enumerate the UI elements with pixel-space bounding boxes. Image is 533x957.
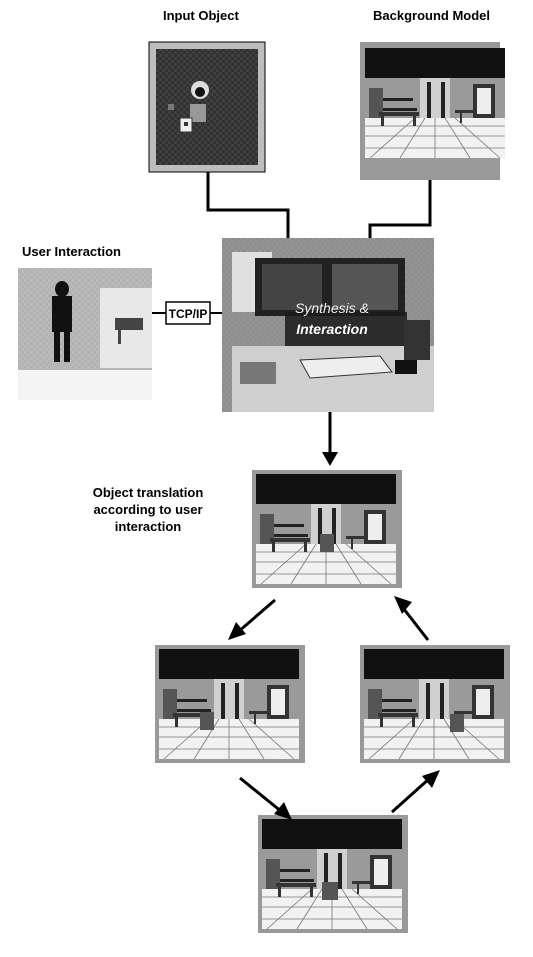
user-interaction-label: User Interaction	[22, 244, 121, 259]
input-object-panel	[148, 41, 266, 173]
synthesis-workstation-panel	[222, 238, 434, 412]
user-interaction-panel	[18, 268, 152, 400]
translated-frame-2	[155, 645, 305, 763]
tcp-ip-text: TCP/IP	[169, 307, 208, 321]
input-object-label: Input Object	[163, 8, 239, 23]
translated-frame-1	[252, 470, 402, 588]
background-model-label: Background Model	[373, 8, 491, 23]
interaction-label: Interaction	[296, 321, 368, 337]
translated-frame-4	[258, 815, 408, 933]
background-model-panel	[360, 42, 506, 180]
synthesis-label: Synthesis &	[295, 300, 369, 316]
translated-frame-3	[360, 645, 510, 763]
object-translation-label: Object translation according to user int…	[92, 485, 204, 534]
tcp-ip-box	[165, 301, 211, 325]
